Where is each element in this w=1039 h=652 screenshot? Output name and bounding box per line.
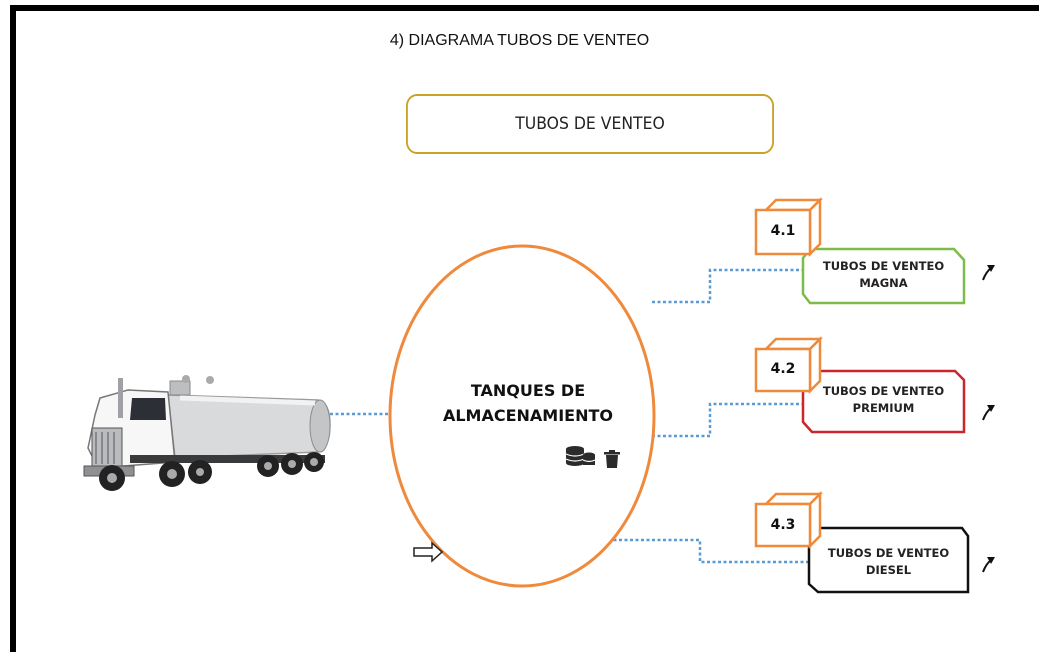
connector-tank-to-diesel — [597, 538, 808, 564]
connector-lines — [330, 268, 808, 564]
vent-box-diesel-line1: TUBOS DE VENTEO — [827, 546, 950, 560]
curved-up-arrow-icon — [982, 265, 995, 281]
vent-box-diesel-line2: DIESEL — [865, 563, 912, 577]
frame-left-border — [10, 5, 16, 652]
curved-up-arrow-icon — [982, 405, 995, 421]
tanker-truck-icon — [83, 375, 331, 491]
number-cube-4-2 — [754, 335, 824, 395]
connector-tank-to-premium — [652, 402, 803, 438]
vent-box-premium-line2: PREMIUM — [852, 401, 915, 415]
vent-number-4-1: 4.1 — [770, 223, 796, 239]
frame-top-border — [10, 5, 1039, 11]
vent-box-magna-line1: TUBOS DE VENTEO — [822, 259, 945, 273]
tank-label: TANQUES DE ALMACENAMIENTO — [408, 378, 648, 428]
vent-number-4-2: 4.2 — [770, 361, 796, 377]
vent-box-diesel-label: TUBOS DE VENTEO DIESEL — [809, 545, 968, 579]
header-box: TUBOS DE VENTEO — [406, 94, 774, 154]
vent-box-magna-label: TUBOS DE VENTEO MAGNA — [803, 258, 964, 292]
storage-tank-ellipse — [388, 244, 656, 588]
trash-icon — [604, 450, 620, 468]
number-cube-4-1 — [754, 196, 824, 258]
vent-box-premium-line1: TUBOS DE VENTEO — [822, 384, 945, 398]
vent-box-magna — [801, 247, 966, 305]
database-icon — [565, 446, 596, 466]
curved-up-arrow-icon — [982, 557, 995, 573]
vent-box-premium-label: TUBOS DE VENTEO PREMIUM — [803, 383, 964, 417]
number-cube-4-3 — [754, 490, 824, 550]
connector-tank-to-magna — [652, 268, 803, 304]
page-title: 4) DIAGRAMA TUBOS DE VENTEO — [389, 32, 650, 49]
tank-label-line1: TANQUES DE — [470, 381, 586, 400]
vent-box-magna-line2: MAGNA — [859, 276, 908, 290]
right-arrow-icon — [413, 541, 444, 563]
header-box-label: TUBOS DE VENTEO — [515, 114, 665, 134]
tank-label-line2: ALMACENAMIENTO — [442, 406, 614, 425]
vent-number-4-3: 4.3 — [770, 517, 796, 533]
